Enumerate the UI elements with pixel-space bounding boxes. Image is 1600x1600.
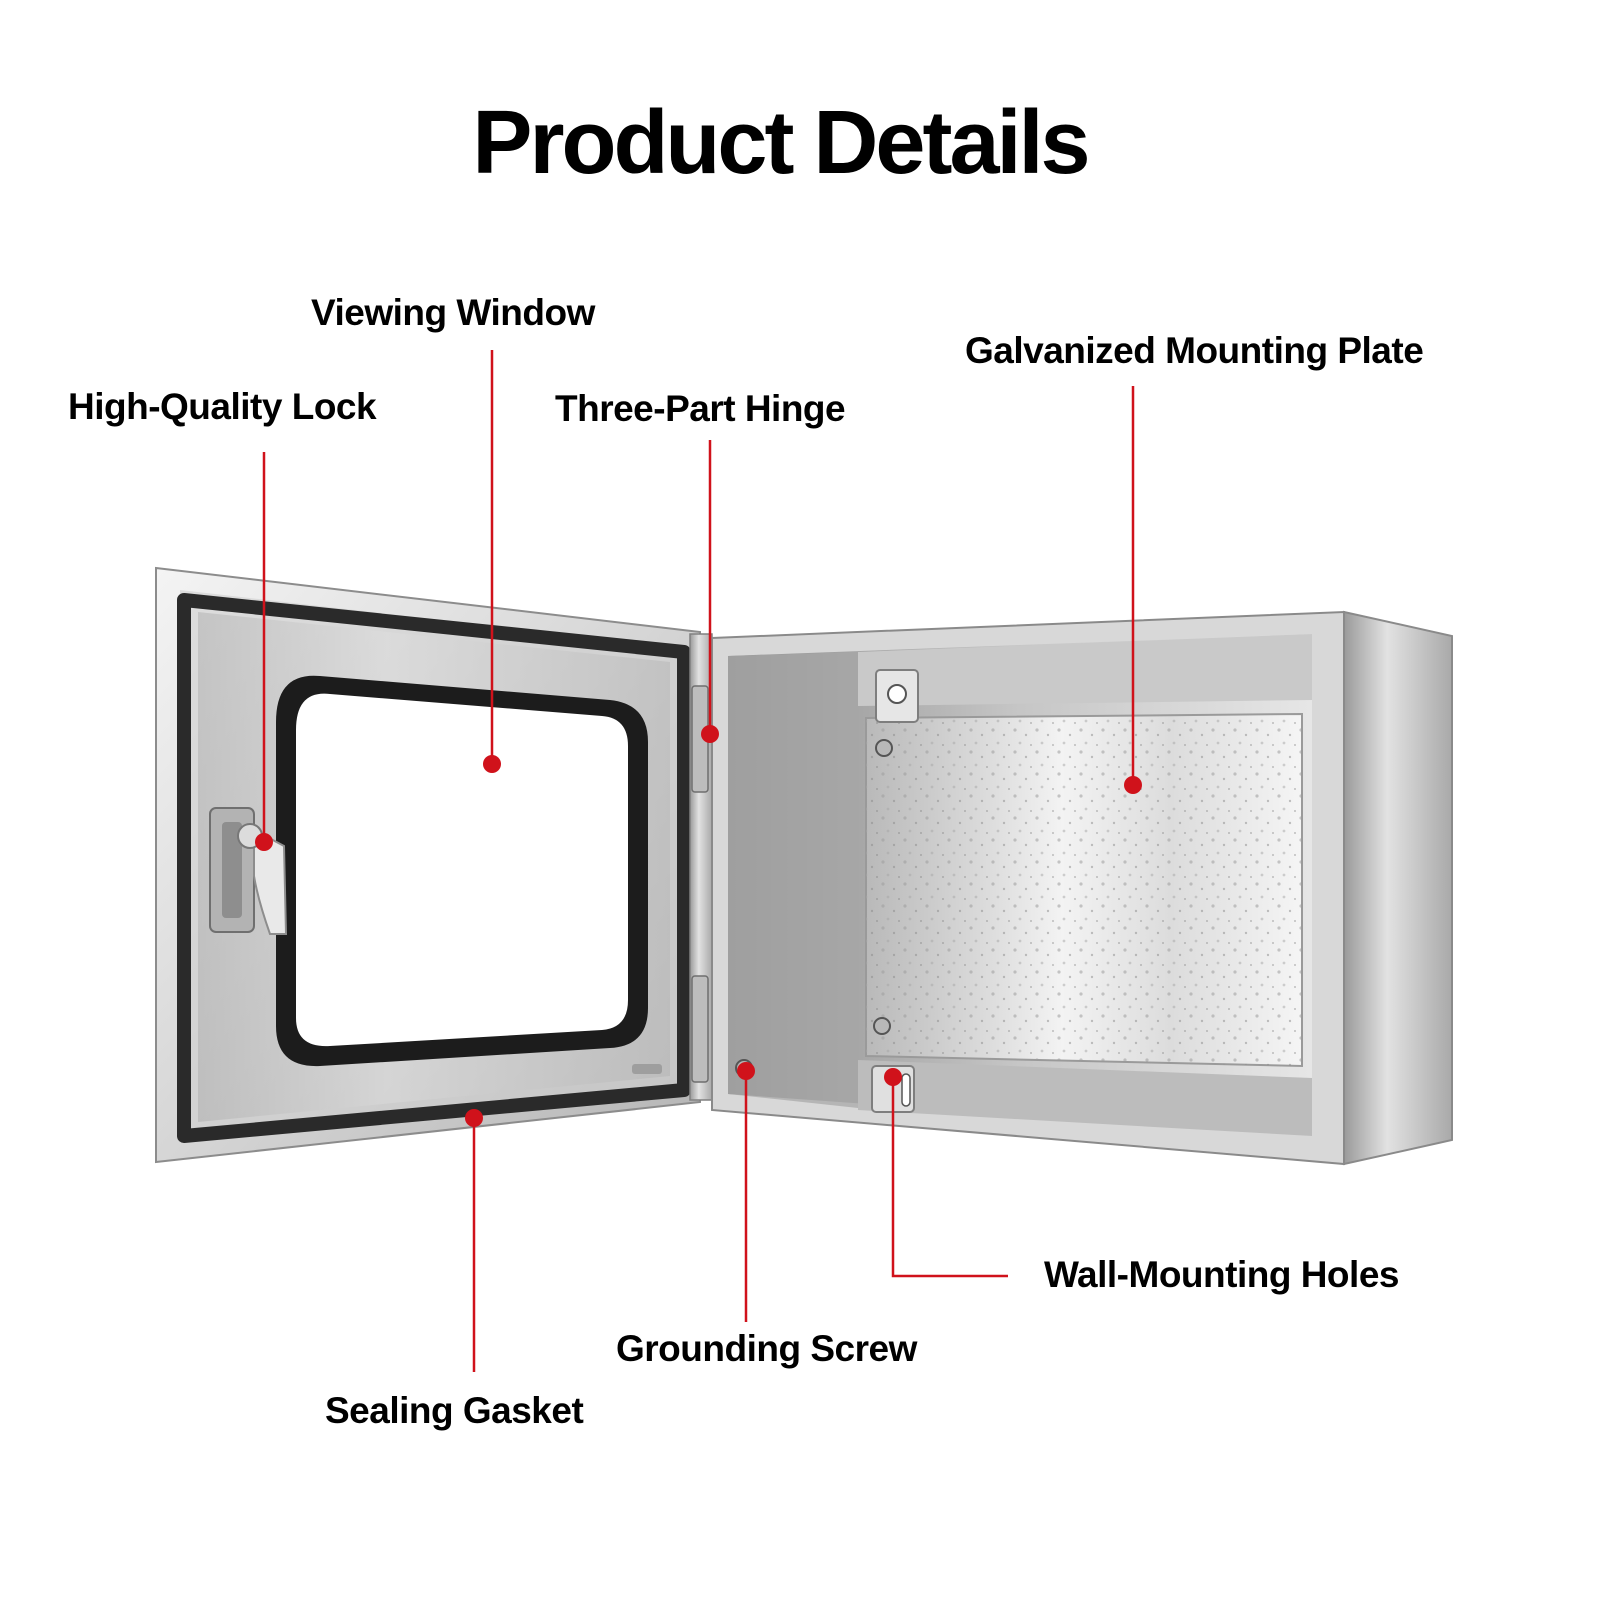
dot-three-part-hinge	[701, 725, 719, 743]
hinge	[689, 633, 713, 1101]
page-title: Product Details	[472, 93, 1090, 193]
dot-viewing-window	[483, 755, 501, 773]
dot-grounding-screw	[737, 1062, 755, 1080]
dot-high-quality-lock	[255, 833, 273, 851]
label-three-part-hinge: Three-Part Hinge	[555, 388, 846, 429]
leader-wall-mounting-holes	[891, 1077, 1008, 1278]
door	[155, 566, 701, 1164]
label-viewing-window: Viewing Window	[311, 292, 595, 333]
dot-wall-mounting-holes	[884, 1068, 902, 1086]
viewing-window	[276, 675, 648, 1067]
dot-galvanized-mounting-plate	[1124, 776, 1142, 794]
label-galvanized-mounting-plate: Galvanized Mounting Plate	[965, 330, 1424, 371]
label-grounding-screw: Grounding Screw	[616, 1328, 917, 1369]
callout-leaders	[255, 350, 1142, 1372]
label-sealing-gasket: Sealing Gasket	[325, 1390, 584, 1431]
dot-sealing-gasket	[465, 1109, 483, 1127]
galvanized-mounting-plate	[865, 712, 1303, 1068]
cabinet-body	[711, 610, 1453, 1166]
label-wall-mounting-holes: Wall-Mounting Holes	[1044, 1254, 1399, 1295]
label-high-quality-lock: High-Quality Lock	[68, 386, 377, 427]
